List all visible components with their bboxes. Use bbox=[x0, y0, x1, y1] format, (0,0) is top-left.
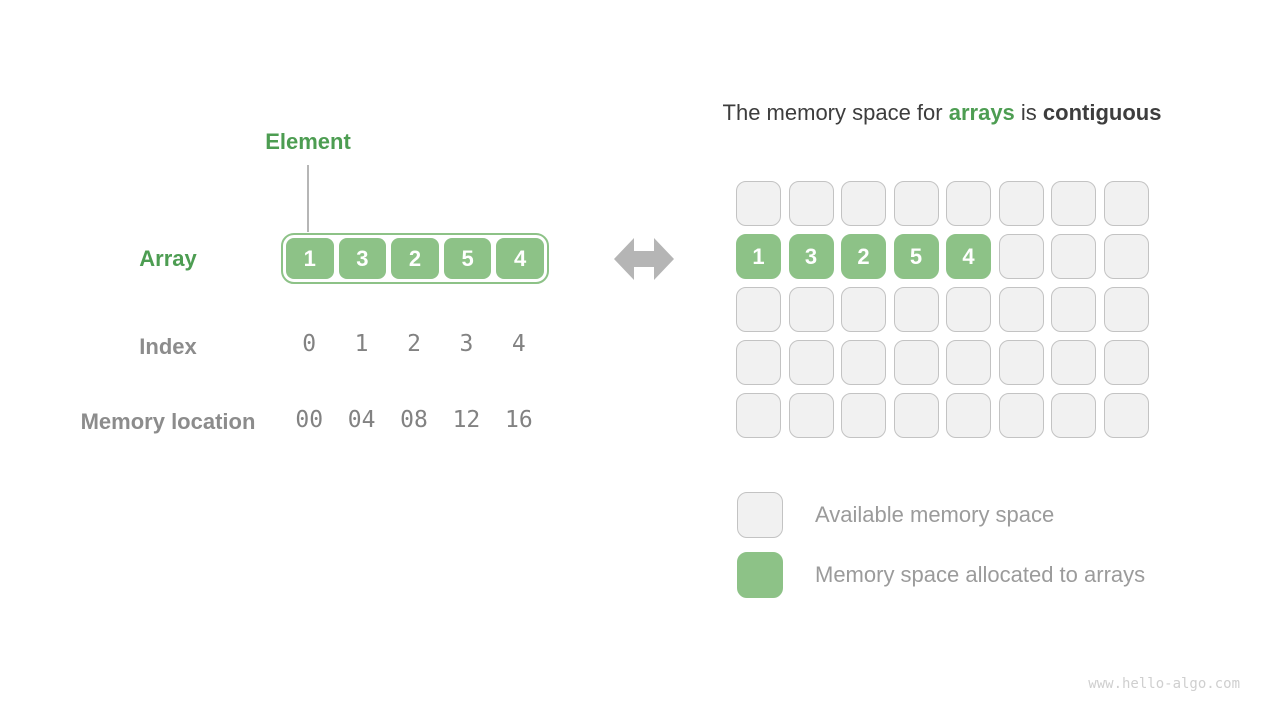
memory-cell-available bbox=[998, 181, 1044, 226]
memory-cell-available bbox=[788, 340, 834, 385]
memory-cell-available bbox=[736, 287, 781, 332]
memory-cell-available bbox=[998, 287, 1044, 332]
memory-location-values-row: 00 04 08 12 16 bbox=[283, 407, 545, 433]
memory-cell-available bbox=[1103, 234, 1149, 279]
memory-cell-available bbox=[1051, 393, 1096, 438]
memory-cell-available bbox=[1103, 340, 1149, 385]
memory-cell-available bbox=[893, 287, 939, 332]
legend-label-allocated: Memory space allocated to arrays bbox=[815, 562, 1146, 587]
memory-location-value: 04 bbox=[347, 407, 376, 433]
memory-cell-available bbox=[736, 393, 781, 438]
memory-cell-available bbox=[998, 340, 1044, 385]
index-value: 3 bbox=[459, 331, 474, 357]
index-value: 0 bbox=[302, 331, 317, 357]
memory-cell-available bbox=[893, 181, 939, 226]
memory-grid-title: The memory space for arrays is contiguou… bbox=[622, 100, 1262, 126]
array-element-cell: 5 bbox=[443, 238, 492, 279]
memory-location-label: Memory location bbox=[80, 409, 256, 434]
legend-row-allocated: Memory space allocated to arrays bbox=[737, 552, 1145, 598]
title-contiguous-word: contiguous bbox=[1042, 100, 1162, 125]
memory-cell-allocated: 3 bbox=[788, 234, 834, 279]
array-element-cell: 2 bbox=[391, 238, 439, 279]
memory-cell-available bbox=[788, 287, 834, 332]
title-middle: is bbox=[1014, 100, 1043, 125]
memory-cell-available bbox=[1051, 234, 1096, 279]
memory-location-value: 00 bbox=[295, 407, 324, 433]
memory-cell-available bbox=[788, 181, 834, 226]
memory-cell-available bbox=[841, 340, 886, 385]
array-element-cell: 4 bbox=[496, 238, 544, 279]
memory-cell-available bbox=[1103, 393, 1149, 438]
index-value: 4 bbox=[511, 331, 526, 357]
memory-cell-available bbox=[736, 340, 781, 385]
memory-cell-available bbox=[1051, 287, 1096, 332]
memory-location-value: 16 bbox=[504, 407, 533, 433]
memory-cell-available bbox=[1051, 340, 1096, 385]
memory-location-value: 08 bbox=[400, 407, 428, 433]
memory-location-value: 12 bbox=[452, 407, 481, 433]
memory-cell-allocated: 4 bbox=[946, 234, 991, 279]
index-value: 2 bbox=[407, 331, 421, 357]
legend-swatch-available bbox=[737, 492, 783, 538]
memory-cell-available bbox=[736, 181, 781, 226]
memory-cell-available bbox=[946, 287, 991, 332]
array-element-cell: 1 bbox=[286, 238, 334, 279]
memory-cell-available bbox=[841, 287, 886, 332]
legend-row-available: Available memory space bbox=[737, 492, 1145, 538]
memory-cell-available bbox=[998, 393, 1044, 438]
memory-cell-allocated: 1 bbox=[736, 234, 781, 279]
memory-cell-available bbox=[1103, 181, 1149, 226]
memory-cell-available bbox=[946, 181, 991, 226]
double-arrow-icon bbox=[614, 237, 674, 281]
memory-cell-allocated: 5 bbox=[893, 234, 939, 279]
memory-cell-available bbox=[841, 181, 886, 226]
legend-swatch-allocated bbox=[737, 552, 783, 598]
title-prefix: The memory space for bbox=[722, 100, 949, 125]
index-label: Index bbox=[139, 334, 197, 359]
memory-cell-available bbox=[788, 393, 834, 438]
memory-cell-available bbox=[946, 393, 991, 438]
index-values-row: 0 1 2 3 4 bbox=[283, 331, 545, 357]
memory-cell-available bbox=[946, 340, 991, 385]
watermark: www.hello-algo.com bbox=[1088, 676, 1240, 692]
index-value: 1 bbox=[354, 331, 369, 357]
element-connector-line bbox=[307, 165, 309, 232]
array-label: Array bbox=[139, 246, 197, 271]
memory-cell-available bbox=[841, 393, 886, 438]
legend-label-available: Available memory space bbox=[815, 502, 1055, 527]
memory-cell-available bbox=[893, 393, 939, 438]
memory-cell-allocated: 2 bbox=[841, 234, 886, 279]
title-arrays-word: arrays bbox=[948, 100, 1015, 125]
array-element-cell: 3 bbox=[338, 238, 387, 279]
memory-cell-available bbox=[1051, 181, 1096, 226]
memory-cell-available bbox=[893, 340, 939, 385]
memory-cell-available bbox=[998, 234, 1044, 279]
element-label: Element bbox=[265, 129, 351, 154]
memory-cell-available bbox=[1103, 287, 1149, 332]
